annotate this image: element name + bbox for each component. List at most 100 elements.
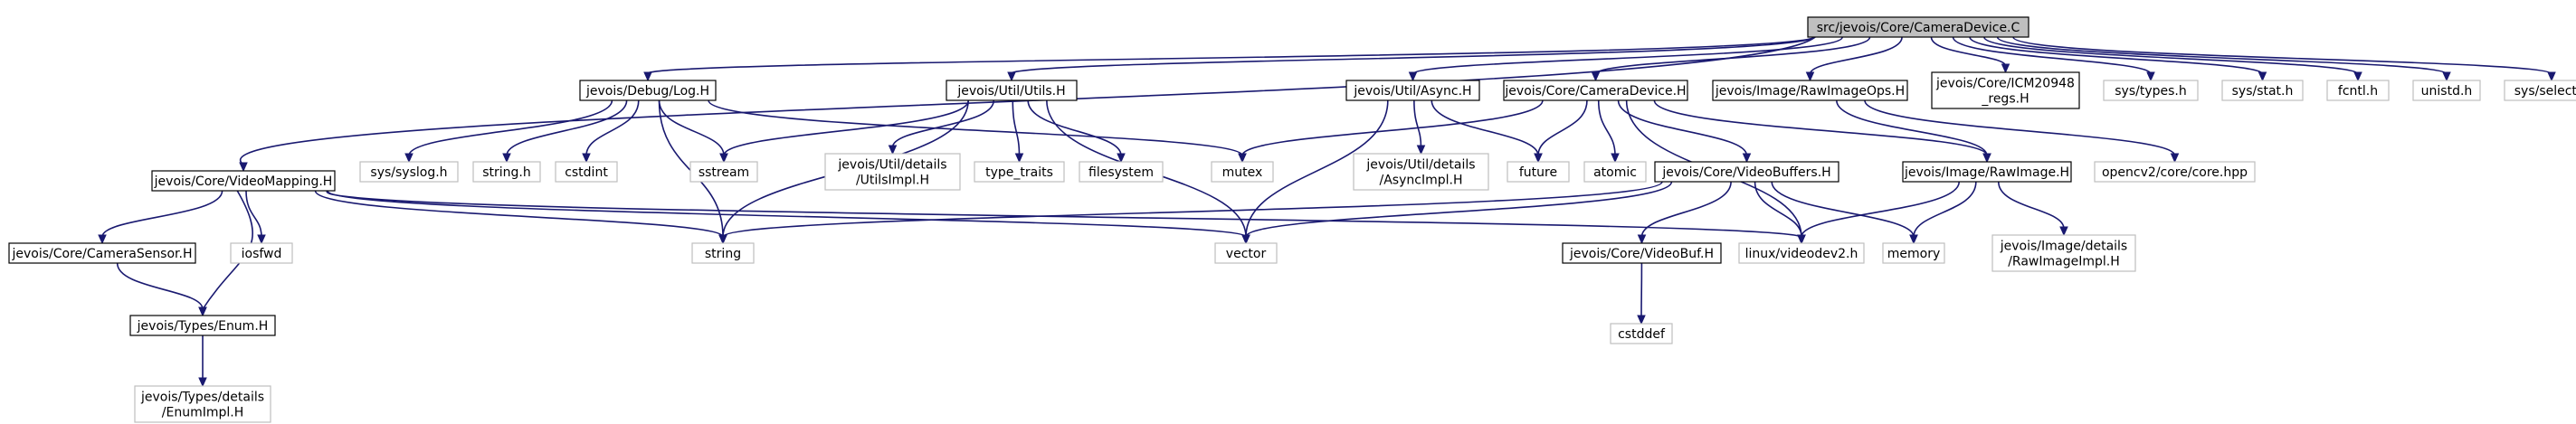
node-label: sys/syslog.h [370, 165, 447, 180]
edge-rawimage-to-rawimageimpl [1997, 181, 2068, 237]
node-label: atomic [1593, 165, 1637, 180]
edge-enum-to-enumimpl [198, 335, 207, 388]
node-box [1902, 161, 2072, 183]
edge-root-to-rawimageops [1805, 36, 1903, 82]
node-label: src/jevois/Core/CameraDevice.C [1817, 21, 2020, 35]
edge-videomapping-to-iosfwd [245, 190, 266, 245]
edge-root-to-async [1408, 36, 1844, 82]
edge-root-to-fcntl [1983, 36, 2362, 82]
node-box [151, 170, 336, 192]
node-label: jevois/Debug/Log.H [585, 84, 709, 99]
edges-layer [98, 36, 2556, 388]
node-utils[interactable]: jevois/Util/Utils.H [946, 80, 1078, 101]
node-label: sys/stat.h [2232, 84, 2294, 99]
node-syslog: sys/syslog.h [359, 161, 459, 183]
node-label: vector [1226, 247, 1267, 261]
edge-rawimage-to-videodev2 [1797, 181, 1961, 245]
node-label: mutex [1222, 165, 1263, 180]
node-box [579, 80, 717, 101]
node-cstdint: cstdint [555, 161, 618, 183]
node-label: jevois/Image/RawImageOps.H [1715, 84, 1905, 99]
node-box [230, 242, 293, 264]
node-sysselect: sys/select.h [2504, 80, 2576, 101]
node-rawimageimpl: jevois/Image/details/RawImageImpl.H [1991, 234, 2136, 272]
node-box [1211, 161, 1274, 183]
node-label: /AsyncImpl.H [1380, 174, 1463, 188]
node-box [8, 242, 196, 264]
node-mutex: mutex [1211, 161, 1274, 183]
node-label: fcntl.h [2338, 84, 2378, 99]
node-box [2103, 80, 2199, 101]
node-label: _regs.H [1981, 92, 2029, 107]
node-typetraits: type_traits [974, 161, 1065, 183]
edge-root-to-sysselect [2012, 36, 2556, 82]
node-enum[interactable]: jevois/Types/Enum.H [129, 315, 276, 336]
edge-utils-to-sstream [719, 99, 970, 164]
node-icm[interactable]: jevois/Core/ICM20948_regs.H [1931, 71, 2080, 109]
edge-cameradeviceh-to-future [1534, 99, 1588, 164]
node-box [134, 385, 271, 423]
node-box [689, 161, 758, 183]
edge-root-to-utils [1007, 36, 1816, 82]
node-rawimage[interactable]: jevois/Image/RawImage.H [1902, 161, 2072, 183]
node-camerasensor[interactable]: jevois/Core/CameraSensor.H [8, 242, 196, 264]
edge-videomapping-to-camerasensor [98, 190, 223, 245]
node-box [1654, 161, 1839, 183]
node-label: jevois/Core/CameraSensor.H [12, 247, 193, 261]
node-sysstat: sys/stat.h [2221, 80, 2304, 101]
edge-cameradeviceh-to-rawimage [1653, 99, 1991, 164]
node-async[interactable]: jevois/Util/Async.H [1345, 80, 1480, 101]
node-unistd: unistd.h [2412, 80, 2481, 101]
node-box [2221, 80, 2304, 101]
node-box [2094, 161, 2256, 183]
node-label: /RawImageImpl.H [2008, 255, 2120, 269]
node-label: sys/types.h [2115, 84, 2186, 99]
node-box [1562, 242, 1722, 264]
edge-root-to-log [643, 36, 1816, 82]
node-enumimpl: jevois/Types/details/EnumImpl.H [134, 385, 271, 423]
node-box [129, 315, 276, 336]
node-utilsimpl: jevois/Util/details/UtilsImpl.H [824, 153, 961, 191]
node-box [974, 161, 1065, 183]
node-label: jevois/Core/VideoBuf.H [1569, 247, 1714, 261]
node-label: string.h [482, 165, 531, 180]
edge-videobuffers-to-memory [1771, 181, 1918, 245]
node-label: jevois/Core/CameraDevice.H [1504, 84, 1686, 99]
node-box [1503, 80, 1688, 101]
node-memory: memory [1882, 242, 1945, 264]
node-label: jevois/Image/RawImage.H [1904, 165, 2069, 180]
node-sstream: sstream [689, 161, 758, 183]
node-label: jevois/Types/Enum.H [137, 319, 269, 334]
node-label: cstddef [1618, 327, 1666, 342]
node-stringh: string.h [472, 161, 541, 183]
node-box [2326, 80, 2390, 101]
node-label: sys/select.h [2514, 84, 2576, 99]
node-root[interactable]: src/jevois/Core/CameraDevice.C [1807, 16, 2029, 38]
node-box [691, 242, 755, 264]
edge-root-to-icm [1930, 36, 2010, 74]
node-videomapping[interactable]: jevois/Core/VideoMapping.H [151, 170, 336, 192]
node-cstddef: cstddef [1610, 323, 1673, 344]
node-string: string [691, 242, 755, 264]
node-rawimageops[interactable]: jevois/Image/RawImageOps.H [1712, 80, 1908, 101]
edge-videobuf-to-cstddef [1637, 262, 1646, 325]
node-box [359, 161, 459, 183]
node-label: filesystem [1088, 165, 1154, 180]
node-log[interactable]: jevois/Debug/Log.H [579, 80, 717, 101]
node-videobuf[interactable]: jevois/Core/VideoBuf.H [1562, 242, 1722, 264]
node-label: /EnumImpl.H [162, 406, 243, 420]
node-box [1507, 161, 1570, 183]
node-label: type_traits [985, 165, 1053, 180]
node-label: jevois/Core/VideoMapping.H [154, 174, 333, 189]
edge-rawimageops-to-rawimage [1836, 99, 1991, 164]
node-videobuffers[interactable]: jevois/Core/VideoBuffers.H [1654, 161, 1839, 183]
edge-videobuffers-to-vector [1241, 181, 1673, 245]
node-box [1345, 80, 1480, 101]
node-videodev2: linux/videodev2.h [1738, 242, 1865, 264]
node-cameradeviceh[interactable]: jevois/Core/CameraDevice.H [1503, 80, 1688, 101]
edge-log-to-syslog [404, 99, 613, 164]
edge-rawimage-to-memory [1909, 181, 1977, 245]
node-label: jevois/Core/VideoBuffers.H [1661, 165, 1830, 180]
node-label: future [1519, 165, 1557, 180]
